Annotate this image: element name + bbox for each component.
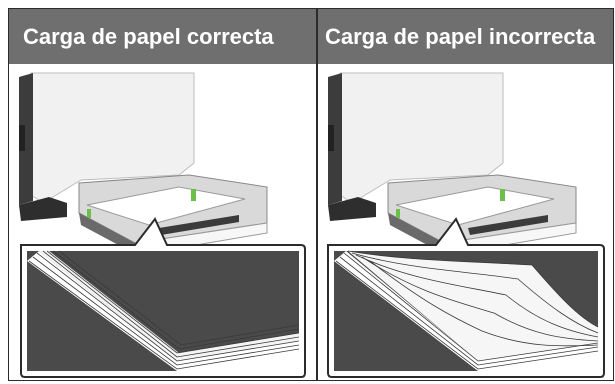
column-divider <box>316 9 318 380</box>
cell-incorrect-illustration <box>318 65 614 380</box>
incorrect-loading-illustration <box>327 72 605 378</box>
correct-loading-illustration <box>19 72 306 378</box>
column-header-correct: Carga de papel correcta <box>23 23 274 49</box>
zoom-callout <box>20 217 306 378</box>
table-header-row: Carga de papel correcta Carga de papel i… <box>9 9 613 64</box>
cell-correct-illustration <box>9 65 316 380</box>
column-header-incorrect: Carga de papel incorrecta <box>325 23 596 49</box>
printer-illustration <box>328 72 577 256</box>
paper-loading-table: Carga de papel correcta Carga de papel i… <box>8 8 614 381</box>
zoom-callout <box>327 217 605 378</box>
printer-illustration <box>19 72 268 256</box>
